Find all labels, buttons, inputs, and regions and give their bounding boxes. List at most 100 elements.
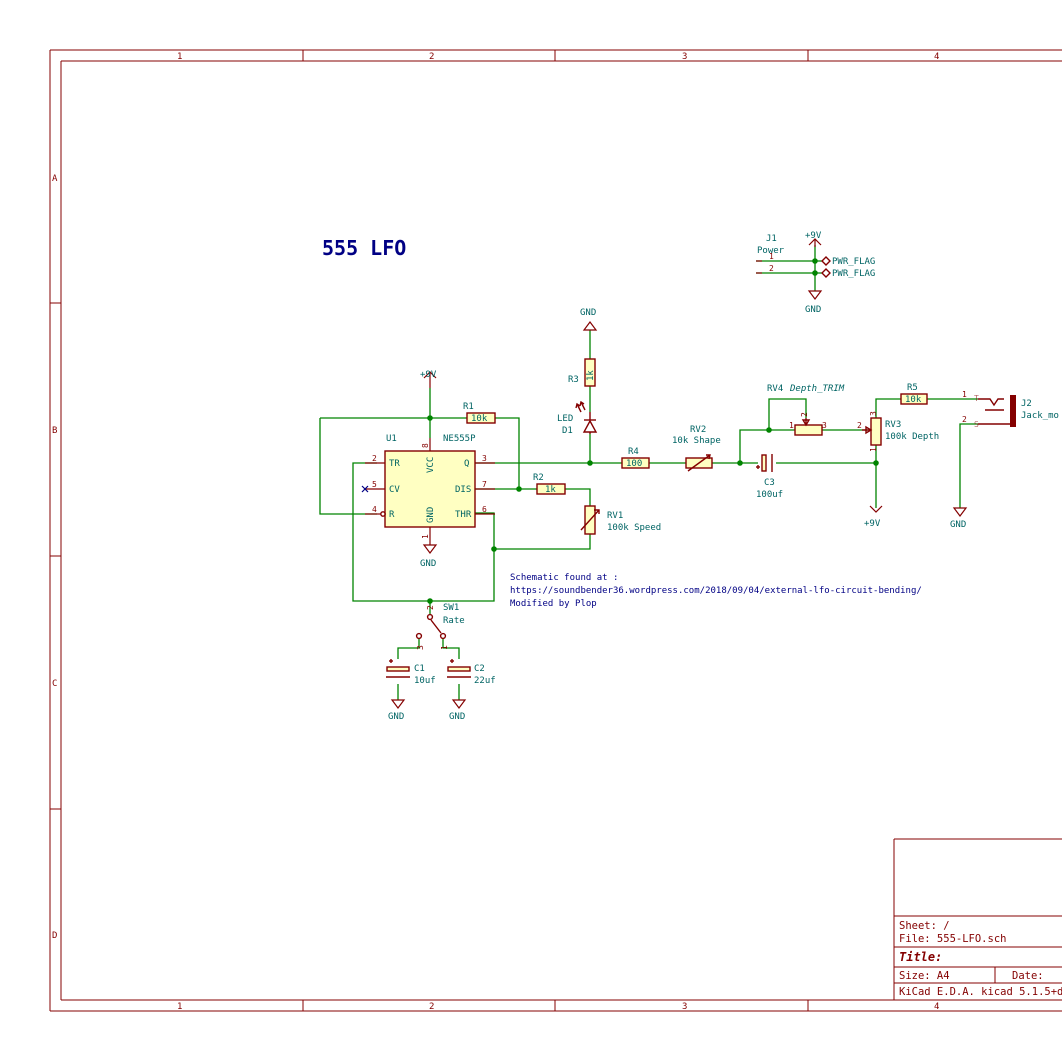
rv3-pin-2: 2 [857, 421, 862, 430]
title-block-kicad: KiCad E.D.A. kicad 5.1.5+d [899, 986, 1062, 998]
pot-rv1[interactable]: RV1 100k Speed [580, 505, 661, 535]
sheet-frame: 1 2 3 4 1 2 3 4 A B C D [49, 49, 1062, 1012]
note-line-3: Modified by Plop [510, 599, 597, 609]
j2-pin-2: 2 [962, 415, 967, 424]
resistor-r1[interactable]: R1 10k [463, 402, 496, 424]
j1-value: Power [757, 246, 785, 256]
u1-pin-name-r: R [389, 510, 395, 520]
rv4-reference: RV4 [767, 384, 783, 394]
power-gnd-c1: GND [388, 699, 406, 722]
c3-value: 100uf [756, 490, 783, 500]
c2-reference: C2 [474, 664, 485, 674]
connector-j2[interactable]: 1 T 2 S J2 Jack_mo [962, 390, 1059, 429]
r1-reference: R1 [463, 402, 474, 412]
capacitor-c3[interactable]: C3 100uf [756, 454, 783, 500]
u1-pin-2: 2 [372, 454, 377, 463]
u1-pin-name-dis: DIS [455, 485, 471, 495]
pwr-flag-1: PWR_FLAG [821, 256, 875, 267]
resistor-r3[interactable]: R3 1k [568, 358, 596, 387]
r3-reference: R3 [568, 375, 579, 385]
j2-pin-s: S [974, 420, 979, 429]
frame-col-1-top: 1 [177, 52, 182, 62]
j2-pin-t: T [974, 394, 979, 403]
title-block-size: Size: A4 [899, 970, 950, 982]
power-gnd-r3: GND [580, 308, 598, 331]
note-line-2: https://soundbender36.wordpress.com/2018… [510, 586, 922, 596]
pwr-flag-2-label: PWR_FLAG [832, 269, 875, 279]
title-block-file: File: 555-LFO.sch [899, 933, 1006, 945]
u1-pin-name-vcc: VCC [426, 457, 436, 473]
rv2-value: 10k Shape [672, 436, 721, 446]
u1-pin-5: 5 [372, 480, 377, 489]
rv1-value: 100k Speed [607, 523, 661, 533]
sw1-pin-1: 1 [440, 645, 449, 650]
frame-row-d: D [52, 931, 57, 941]
power-9v-rv3: +9V [864, 505, 883, 529]
pot-rv4[interactable]: 1 2 3 RV4 Depth_TRIM [767, 384, 845, 436]
resistor-r2[interactable]: R2 1k [533, 473, 566, 495]
power-gnd-j2: GND [950, 507, 968, 530]
title-block-sheet: Sheet: / [899, 920, 950, 932]
r2-value: 1k [545, 485, 556, 495]
pwr-flag-2: PWR_FLAG [821, 268, 875, 279]
power-gnd-u1: GND [420, 544, 438, 569]
connector-j1[interactable]: 1 2 J1 Power [756, 234, 785, 274]
ic-u1-ne555p[interactable]: TR CV R Q DIS THR VCC GND 2 5 4 3 7 6 8 … [361, 434, 495, 545]
junctions [427, 258, 879, 604]
u1-pin-name-q: Q [464, 459, 469, 469]
frame-col-4-top: 4 [934, 52, 939, 62]
schematic-title: 555 LFO [322, 236, 406, 260]
rv4-pin-1: 1 [789, 421, 794, 430]
frame-col-2-bottom: 2 [429, 1002, 434, 1012]
pot-rv3[interactable]: 3 2 1 RV3 100k Depth [857, 411, 939, 452]
r4-value: 100 [626, 459, 642, 469]
frame-col-2-top: 2 [429, 52, 434, 62]
power-9v-rv3-label: +9V [864, 519, 881, 529]
resistor-r5[interactable]: R5 10k [900, 383, 928, 405]
pot-rv2[interactable]: RV2 10k Shape [672, 425, 721, 472]
c2-value: 22uf [474, 676, 496, 686]
resistor-r4[interactable]: R4 100 [621, 447, 650, 469]
rv3-value: 100k Depth [885, 432, 939, 442]
u1-pin-name-gnd: GND [426, 507, 436, 523]
frame-col-4-bottom: 4 [934, 1002, 939, 1012]
u1-pin-name-thr: THR [455, 510, 472, 520]
r1-value: 10k [471, 414, 488, 424]
rv4-value: Depth_TRIM [789, 384, 845, 394]
led-d1[interactable]: LED D1 [557, 400, 598, 436]
power-gnd-c1-label: GND [388, 712, 404, 722]
u1-pin-1: 1 [421, 534, 430, 539]
note-line-1: Schematic found at : [510, 573, 618, 583]
u1-pin-6: 6 [482, 505, 487, 514]
u1-pin-7: 7 [482, 480, 487, 489]
rv4-pin-3: 3 [822, 421, 827, 430]
capacitor-c1[interactable]: C1 10uf [386, 659, 436, 686]
switch-sw1[interactable]: 2 3 1 SW1 Rate [415, 603, 465, 650]
sw1-value: Rate [443, 616, 465, 626]
power-gnd-u1-label: GND [420, 559, 436, 569]
frame-col-3-top: 3 [682, 52, 687, 62]
u1-pin-name-tr: TR [389, 459, 400, 469]
j1-pin-2: 2 [769, 264, 774, 273]
c3-reference: C3 [764, 478, 775, 488]
r5-reference: R5 [907, 383, 918, 393]
power-9v-j1: +9V [805, 231, 822, 247]
u1-pin-3: 3 [482, 454, 487, 463]
frame-col-1-bottom: 1 [177, 1002, 182, 1012]
power-gnd-j1: GND [805, 290, 823, 315]
title-block: Sheet: / File: 555-LFO.sch Title: Size: … [893, 838, 1062, 1000]
sw1-pin-2: 2 [426, 605, 435, 610]
title-block-title: Title: [899, 950, 942, 964]
power-9v-u1-label: +9V [420, 370, 437, 380]
wires [319, 245, 978, 700]
d1-value: LED [557, 414, 573, 424]
frame-row-a: A [52, 174, 58, 184]
capacitor-c2[interactable]: C2 22uf [447, 659, 496, 686]
frame-row-b: B [52, 426, 57, 436]
pwr-flag-1-label: PWR_FLAG [832, 257, 875, 267]
u1-reference: U1 [386, 434, 397, 444]
power-gnd-c2-label: GND [449, 712, 465, 722]
rv4-pin-2: 2 [800, 412, 809, 417]
j2-value: Jack_mo [1021, 411, 1059, 421]
